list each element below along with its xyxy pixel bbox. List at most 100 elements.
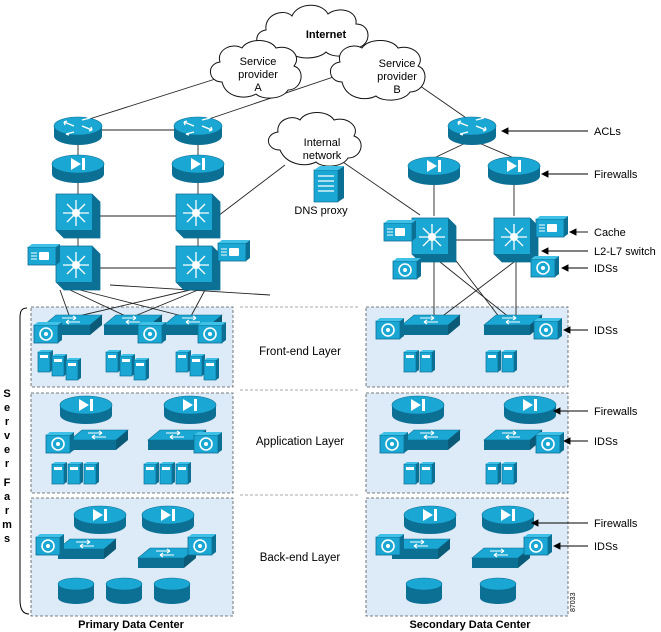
- ids-icon: [193, 431, 223, 454]
- server-icon: [419, 349, 436, 373]
- primary-data-center-label: Primary Data Center: [78, 619, 184, 631]
- annotation-arrows: [500, 127, 588, 550]
- service-provider-b-line3: B: [393, 84, 400, 96]
- firewall-icon: [171, 154, 225, 184]
- firewall-icon: [391, 395, 445, 425]
- switch-icon: [137, 547, 197, 569]
- ids-icon: [45, 431, 75, 454]
- server-farms-letter: s: [4, 533, 10, 545]
- ids-icon: [535, 431, 565, 454]
- server-icon: [105, 349, 122, 373]
- service-provider-a-cloud: Service provider A: [210, 40, 302, 99]
- firewall-icon: [163, 395, 217, 425]
- router-icon: [173, 116, 223, 146]
- cache-icon: [217, 239, 251, 262]
- cache-icon: [383, 219, 417, 242]
- server-icon: [485, 349, 502, 373]
- server-farms-letter: v: [4, 430, 11, 442]
- firewalls-app-label: Firewalls: [594, 406, 638, 418]
- switch-icon: [401, 429, 461, 451]
- firewall-icon: [59, 395, 113, 425]
- ids-icon: [35, 533, 65, 556]
- server-farms-label: S e r v e r F a r m s: [2, 388, 12, 545]
- service-provider-b-line1: Service: [379, 58, 416, 70]
- internal-network-line1: Internal: [304, 137, 341, 149]
- server-icon: [203, 357, 220, 381]
- ids-icon: [392, 257, 422, 280]
- service-provider-a-line2: provider: [238, 69, 278, 81]
- server-icon: [143, 461, 160, 485]
- multilayer-switch-icon: [493, 217, 539, 263]
- acls-label: ACLs: [594, 126, 621, 138]
- server-farms-bracket: [19, 307, 30, 615]
- server-farms-letter: F: [4, 477, 11, 489]
- internet-cloud: Internet: [256, 4, 369, 59]
- ids-icon: [187, 533, 217, 556]
- firewall-icon: [73, 505, 127, 535]
- service-provider-b-cloud: Service provider B: [330, 40, 426, 101]
- secondary-data-center-label: Secondary Data Center: [409, 619, 531, 631]
- server-icon: [403, 349, 420, 373]
- internal-network-cloud: Internal network: [268, 112, 362, 167]
- firewall-icon: [407, 156, 461, 186]
- server-icon: [51, 353, 68, 377]
- firewall-icon: [141, 505, 195, 535]
- firewall-icon: [503, 395, 557, 425]
- ids-app-label: IDSs: [594, 436, 618, 448]
- server-farms-letter: m: [2, 519, 12, 531]
- switch-icon: [57, 538, 117, 560]
- server-icon: [133, 357, 150, 381]
- server-icon: [501, 461, 518, 485]
- multilayer-switch-icon: [175, 193, 221, 239]
- l2-l7-switch-label: L2-L7 switch: [594, 246, 656, 258]
- switch-icon: [483, 429, 543, 451]
- ids-icon: [375, 317, 405, 340]
- server-icon: [419, 461, 436, 485]
- firewall-icon: [487, 156, 541, 186]
- ids-icon: [379, 431, 409, 454]
- service-provider-a-line3: A: [254, 82, 262, 94]
- cache-icon: [535, 215, 569, 238]
- server-icon: [189, 353, 206, 377]
- server-icon: [501, 349, 518, 373]
- network-links: [59, 67, 517, 319]
- firewall-icon: [481, 505, 535, 535]
- database-icon: [105, 577, 143, 605]
- firewall-icon: [51, 154, 105, 184]
- server-farms-letter: e: [4, 444, 10, 456]
- server-farms-letter: r: [5, 416, 10, 428]
- ids-icon: [33, 321, 63, 344]
- switch-icon: [69, 429, 129, 451]
- server-icon: [37, 349, 54, 373]
- firewalls-back-label: Firewalls: [594, 518, 638, 530]
- server-icon: [83, 461, 100, 485]
- front-end-layer-label: Front-end Layer: [259, 346, 341, 358]
- firewall-icon: [403, 505, 457, 535]
- server-icon: [175, 349, 192, 373]
- database-icon: [405, 577, 443, 605]
- multilayer-switch-icon: [55, 245, 101, 291]
- cache-label: Cache: [594, 227, 626, 239]
- figure-id: 87033: [570, 592, 577, 612]
- ids-icon: [533, 317, 563, 340]
- database-icon: [479, 577, 517, 605]
- server-farms-letter: e: [4, 402, 10, 414]
- switch-icon: [471, 547, 531, 569]
- server-farms-letter: a: [4, 491, 11, 503]
- server-icon: [65, 357, 82, 381]
- server-icon: [67, 461, 84, 485]
- database-icon: [153, 577, 191, 605]
- ids-icon: [530, 255, 560, 278]
- server-icon: [159, 461, 176, 485]
- cache-icon: [27, 243, 61, 266]
- database-icon: [57, 577, 95, 605]
- internal-network-line2: network: [303, 150, 342, 162]
- router-icon: [447, 116, 497, 146]
- switch-icon: [401, 314, 461, 336]
- firewalls-top-label: Firewalls: [594, 169, 638, 181]
- server-icon: [485, 461, 502, 485]
- service-provider-b-line2: provider: [377, 71, 417, 83]
- ids-icon: [197, 321, 227, 344]
- ids-back-label: IDSs: [594, 541, 618, 553]
